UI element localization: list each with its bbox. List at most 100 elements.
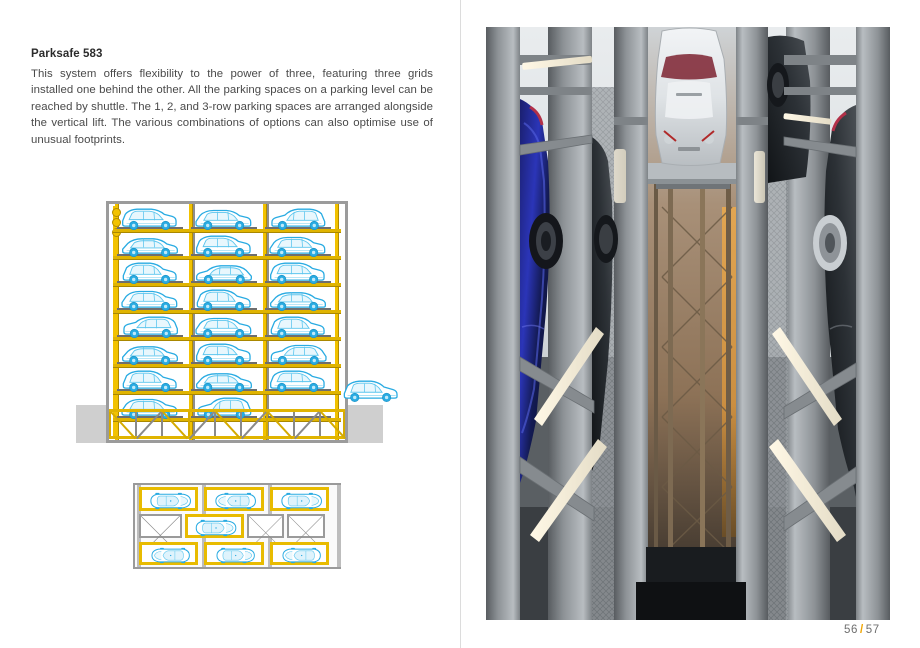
- pallet-rail: [191, 416, 257, 418]
- parking-garage-photo: [486, 27, 890, 620]
- truss-post: [213, 412, 216, 436]
- plan-braced-section: [139, 514, 182, 555]
- pallet-rail: [265, 389, 331, 391]
- plan-bay-rear-1: [139, 542, 199, 565]
- parked-car: [267, 231, 329, 257]
- truss-post: [292, 412, 295, 436]
- truss-post: [240, 412, 243, 436]
- truss-post: [343, 412, 345, 436]
- dark-car-left-inner: [592, 137, 618, 471]
- page-title: Parksafe 583: [31, 48, 103, 60]
- parked-car: [267, 285, 329, 311]
- plan-car: [277, 492, 326, 510]
- plan-bay-rear-3: [269, 542, 329, 565]
- car-on-lift: [654, 27, 728, 166]
- pallet-rail: [117, 389, 183, 391]
- deck-beam-level-1: [113, 229, 341, 232]
- deck-beam-level-6: [113, 364, 341, 367]
- pallet-rail: [117, 254, 183, 256]
- truss-post: [161, 412, 164, 436]
- deck-beam-level-4: [113, 310, 341, 313]
- dark-car-right: [813, 105, 856, 497]
- pallet-rail: [117, 308, 183, 310]
- parked-car: [193, 312, 255, 338]
- pallet-rail: [117, 362, 183, 364]
- vertical-lift-mast: [113, 206, 118, 438]
- truss-post: [266, 412, 269, 436]
- folio-separator: /: [860, 624, 864, 636]
- column-2: [189, 204, 193, 440]
- text-block: Parksafe 583 This system offers flexibil…: [31, 48, 433, 148]
- truss-bottom-chord: [109, 436, 345, 439]
- parked-car: [193, 204, 255, 230]
- plan-braced-section: [246, 514, 285, 550]
- parked-car: [119, 366, 181, 392]
- left-page: Parksafe 583 This system offers flexibil…: [31, 48, 433, 569]
- parked-car: [193, 285, 255, 311]
- plan-car: [277, 547, 326, 564]
- parked-car: [119, 204, 181, 230]
- photo-frame: [486, 27, 890, 620]
- parked-car: [119, 312, 181, 338]
- plan-car: [211, 492, 260, 510]
- parked-car: [193, 366, 255, 392]
- plan-bay-front-1: [139, 487, 199, 511]
- parked-car: [267, 366, 329, 392]
- pallet-rail: [265, 254, 331, 256]
- pallet-rail: [265, 227, 331, 229]
- pallet-rail: [117, 281, 183, 283]
- lift-indicator-2: [112, 218, 121, 227]
- plan-bay-front-3: [269, 487, 329, 511]
- parked-car: [193, 231, 255, 257]
- truss-post: [135, 412, 138, 436]
- plan-car: [211, 547, 260, 564]
- deck-beam-level-8: [113, 418, 341, 421]
- blue-car-left: [520, 99, 563, 497]
- body-paragraph: This system offers flexibility to the po…: [31, 68, 433, 146]
- cross-section-diagram: [76, 195, 398, 450]
- parked-car: [267, 258, 329, 284]
- pit-truss: [109, 409, 346, 439]
- pallet-rail: [191, 362, 257, 364]
- truss-diagonal: [110, 411, 136, 439]
- truss-post: [187, 412, 190, 436]
- truss-post: [109, 412, 111, 436]
- parked-car: [119, 285, 181, 311]
- truss-diagonal: [136, 411, 163, 439]
- parked-car: [267, 339, 329, 365]
- pallet-rail: [117, 416, 183, 418]
- truss-diagonal: [215, 411, 241, 439]
- truss-diagonal: [162, 411, 189, 439]
- strip-lights: [522, 55, 846, 542]
- column-3: [263, 204, 267, 440]
- truss-diagonal: [294, 411, 320, 439]
- parked-car: [119, 231, 181, 257]
- pallet-rail: [191, 281, 257, 283]
- plan-bay-rear-2: [204, 542, 264, 565]
- plan-car: [146, 547, 195, 564]
- bay-divider-2: [267, 204, 269, 440]
- pallet-rail: [191, 254, 257, 256]
- lift-indicator-3: [112, 228, 121, 237]
- pallet-rail: [191, 335, 257, 337]
- deck-beam-level-2: [113, 256, 341, 259]
- folio-right: 57: [865, 624, 880, 636]
- pallet-rail: [117, 227, 183, 229]
- bay-divider-1: [193, 204, 195, 440]
- truss-diagonal: [320, 411, 346, 439]
- deck-beam-level-5: [113, 337, 341, 340]
- pallet-rail: [265, 335, 331, 337]
- parked-car: [267, 204, 329, 230]
- truss-diagonal: [241, 411, 268, 439]
- parked-car: [193, 258, 255, 284]
- plan-car: [146, 492, 195, 510]
- folio-left: 56: [844, 624, 858, 636]
- structure-frame: [106, 201, 348, 443]
- lift-indicator-1: [112, 208, 121, 217]
- page-number: 56/57: [844, 624, 904, 636]
- exiting-car: [340, 376, 402, 407]
- pallet-rail: [265, 362, 331, 364]
- pallet-rail: [191, 227, 257, 229]
- truss-diagonal: [189, 411, 215, 439]
